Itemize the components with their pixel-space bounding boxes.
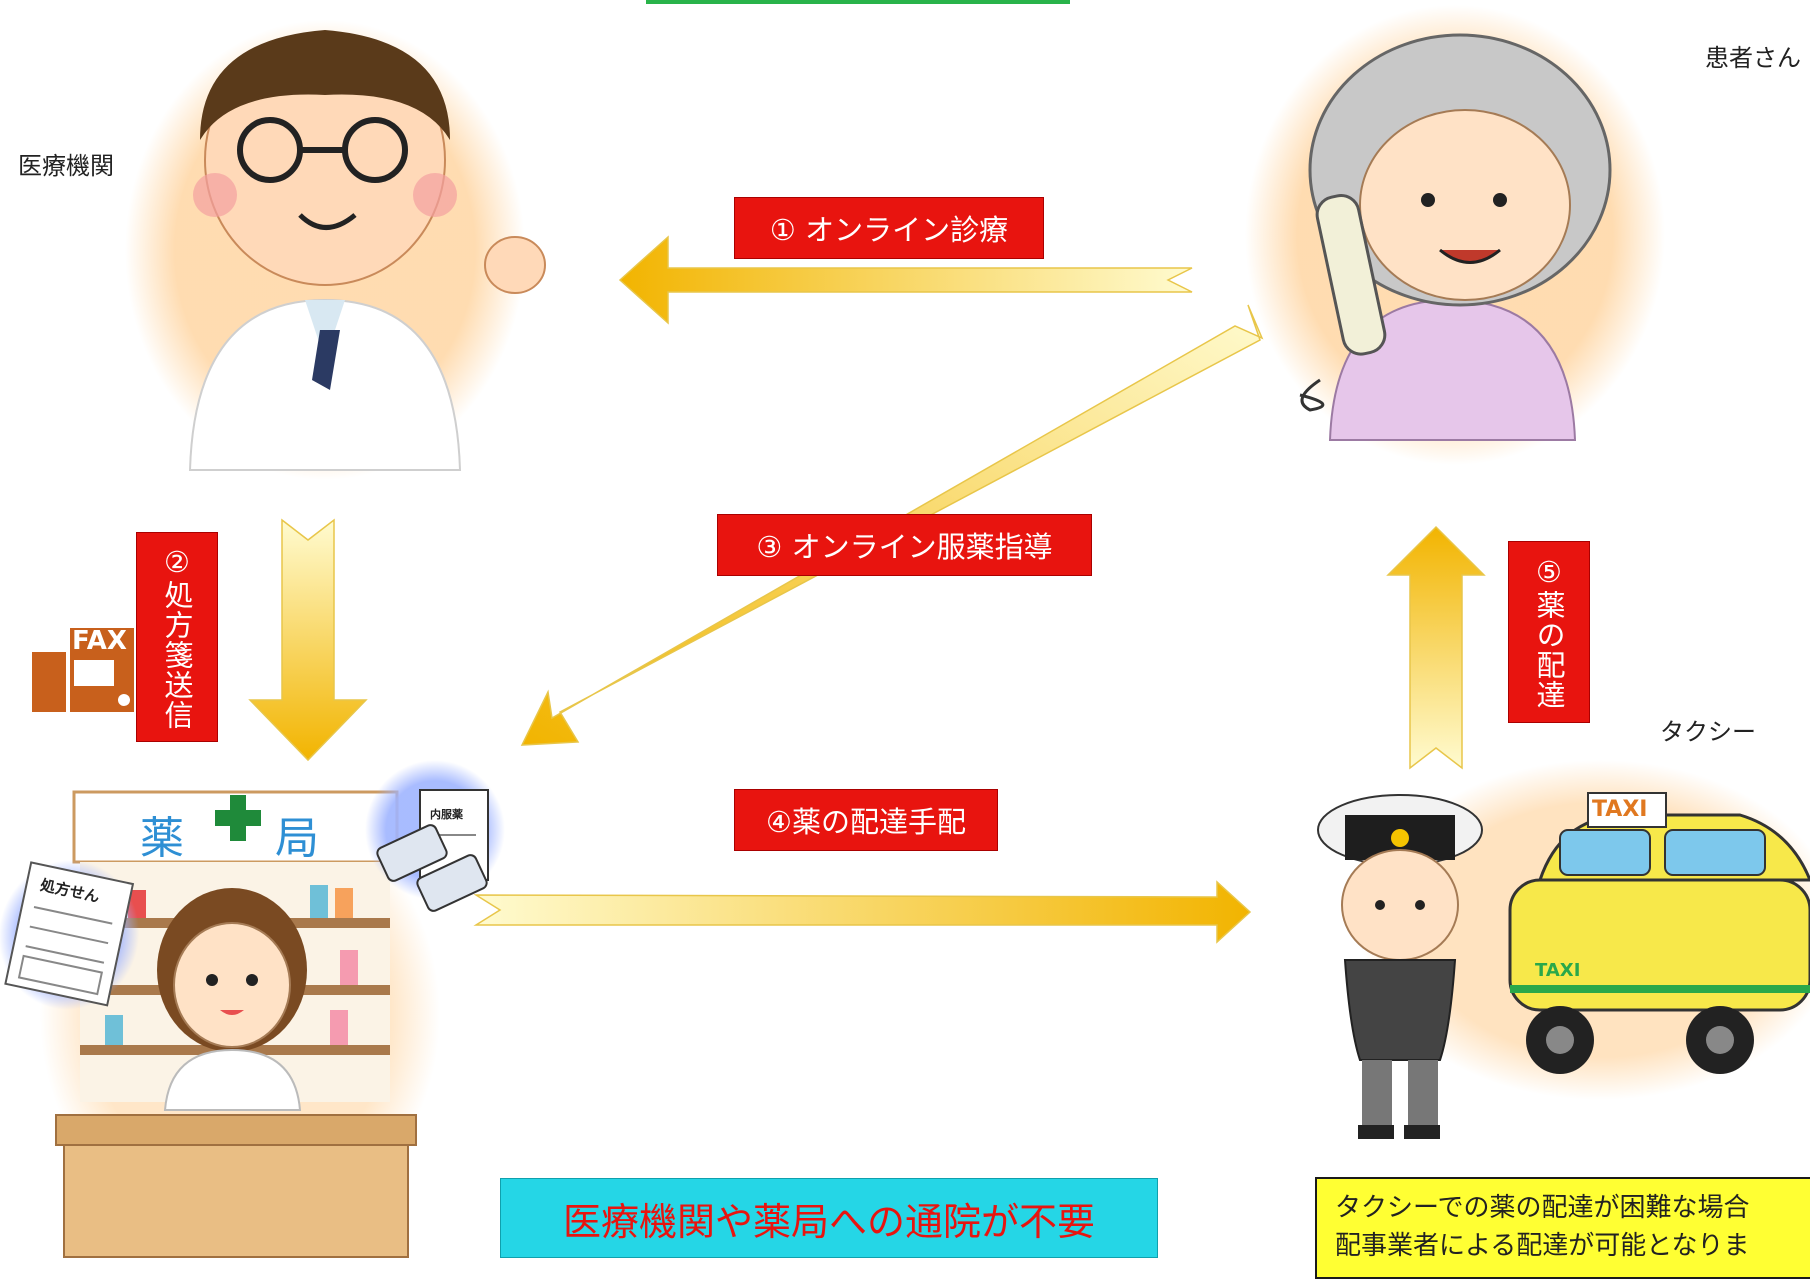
delivery-note-line-1: タクシーでの薬の配達が困難な場合	[1335, 1193, 1750, 1223]
fax-machine-icon	[32, 628, 134, 712]
delivery-note-line-2: 配事業者による配達が可能となりま	[1335, 1231, 1750, 1261]
patient-label: 患者さん	[1705, 44, 1801, 72]
taxi-side-label: TAXI	[1535, 960, 1581, 981]
taxi-label: タクシー	[1660, 718, 1756, 746]
medical-institution-label: 医療機関	[18, 152, 114, 180]
patient-illustration	[1245, 5, 1665, 465]
arrow-prescription-send	[248, 518, 368, 762]
taxi-illustration	[1317, 760, 1810, 1139]
arrow-delivery-arrange	[473, 880, 1252, 944]
arrow-medicine-delivery	[1386, 525, 1486, 770]
step-5-medicine-delivery: ⑤薬の配達	[1508, 541, 1590, 723]
step-1-online-consultation: ① オンライン診療	[734, 197, 1044, 259]
step-4-delivery-arrangement: ④薬の配達手配	[734, 789, 998, 851]
step-3-online-guidance: ③ オンライン服薬指導	[717, 514, 1092, 576]
pharmacy-sign-left: 薬	[140, 813, 184, 864]
top-green-bar	[646, 0, 1070, 4]
medicine-bag-icon	[365, 760, 505, 912]
no-visit-banner: 医療機関や薬局への通院が不要	[500, 1178, 1158, 1258]
prescription-paper-icon	[0, 849, 151, 1021]
doctor-illustration	[125, 20, 546, 480]
fax-label: FAX	[72, 626, 127, 656]
arrow-online-consult	[618, 235, 1193, 325]
step-2-prescription-send: ②処方箋送信	[136, 532, 218, 742]
taxi-roof-sign: TAXI	[1592, 797, 1648, 822]
medicine-bag-label: 内服薬	[430, 808, 463, 821]
pharmacy-sign-right: 局	[275, 813, 319, 864]
pharmacy-illustration	[40, 790, 440, 1258]
delivery-note: タクシーでの薬の配達が困難な場合 配事業者による配達が可能となりま	[1315, 1177, 1810, 1279]
